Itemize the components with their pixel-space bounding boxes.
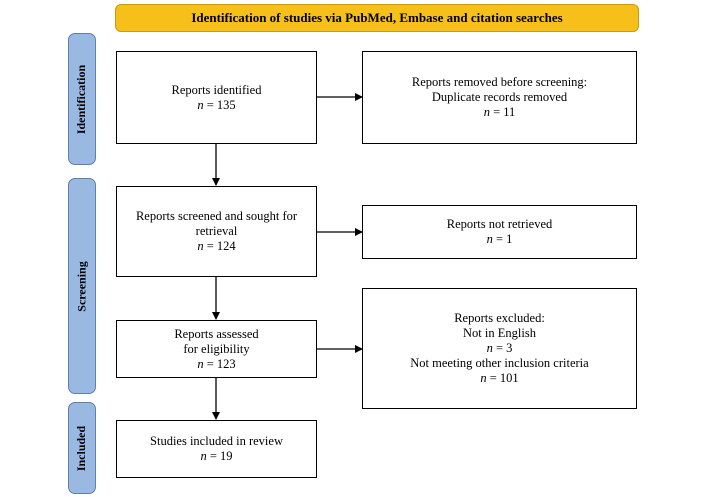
box-excluded-count2: n = 101 xyxy=(480,371,519,385)
box-reports-excluded: Reports excluded: Not in English n = 3 N… xyxy=(362,288,637,409)
box-included-line1: Studies included in review xyxy=(150,434,283,448)
box-not-retrieved-count: n = 1 xyxy=(486,232,513,246)
box-excluded-line1: Reports excluded: xyxy=(454,311,545,325)
box-reports-identified: Reports identified n = 135 xyxy=(116,51,317,144)
box-studies-included: Studies included in review n = 19 xyxy=(116,420,317,478)
box-included-count: n = 19 xyxy=(200,449,233,463)
box-assessed-line2: for eligibility xyxy=(183,341,250,356)
box-screened-line1: Reports screened and sought for xyxy=(135,209,298,223)
phase-identification: Identification xyxy=(68,33,96,165)
box-removed-line2: Duplicate records removed xyxy=(431,90,568,104)
box-removed-line1: Reports removed before screening: xyxy=(411,75,588,89)
box-not-retrieved-line1: Reports not retrieved xyxy=(446,217,553,231)
box-reports-removed: Reports removed before screening: Duplic… xyxy=(362,51,637,144)
box-assessed-count: n = 123 xyxy=(197,356,236,371)
box-assessed-line1: Reports assessed xyxy=(174,326,259,341)
diagram-title: Identification of studies via PubMed, Em… xyxy=(115,4,639,32)
box-excluded-reason2: Not meeting other inclusion criteria xyxy=(410,356,589,370)
box-reports-assessed: Reports assessed for eligibility n = 123 xyxy=(116,320,317,378)
box-identified-line1: Reports identified xyxy=(171,82,262,97)
box-screened-count: n = 124 xyxy=(197,239,236,253)
box-excluded-count1: n = 3 xyxy=(486,341,513,355)
box-screened-line2: retrieval xyxy=(195,224,238,238)
box-reports-screened: Reports screened and sought for retrieva… xyxy=(116,186,317,277)
phase-screening: Screening xyxy=(68,178,96,394)
phase-included: Included xyxy=(68,402,96,494)
box-excluded-reason1: Not in English xyxy=(463,326,536,340)
box-identified-count: n = 135 xyxy=(197,97,236,112)
diagram-title-text: Identification of studies via PubMed, Em… xyxy=(191,10,563,25)
box-reports-not-retrieved: Reports not retrieved n = 1 xyxy=(362,205,637,259)
box-removed-count: n = 11 xyxy=(483,105,516,119)
